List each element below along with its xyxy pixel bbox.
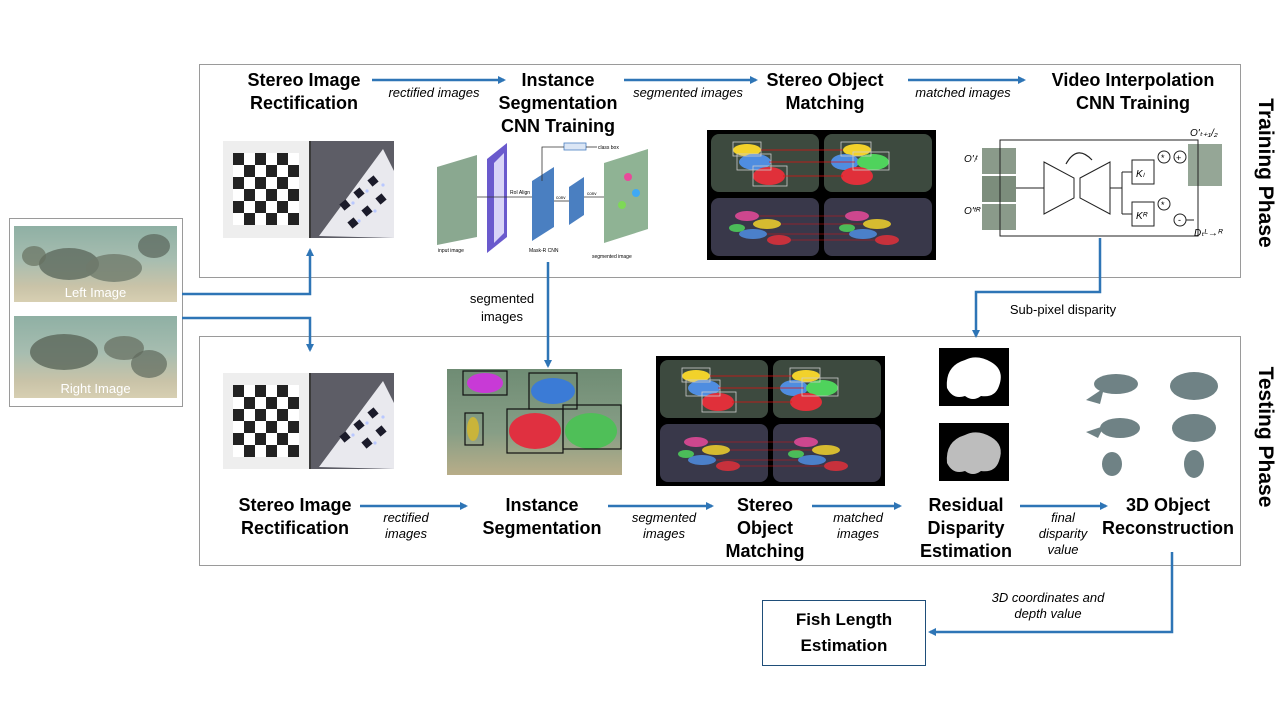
maskrcnn-classbox-text: class box [598, 145, 619, 151]
test-step-segmentation: Instance Segmentation [482, 495, 602, 538]
mask-rcnn-svg: input image RoI Align conv conv class bo… [437, 142, 648, 260]
maskrcnn-conv2-text: conv [587, 191, 597, 196]
right-image-caption: Right Image [60, 381, 131, 396]
test-step-rectification: Stereo Image Rectification [238, 495, 352, 538]
interp-mul-bottom: * [1161, 200, 1165, 210]
train-step-interpolation: Video Interpolation CNN Training [1051, 70, 1215, 113]
right-fish-photo [30, 334, 167, 378]
left-image: Left Image [14, 226, 177, 302]
mask-top-svg [946, 357, 1001, 399]
maskrcnn-conv1-text: conv [556, 195, 566, 200]
interp-plus: + [1176, 153, 1181, 163]
maskrcnn-input-text: input image [438, 248, 464, 254]
training-phase-panel [199, 64, 1241, 278]
test-edge-final-disparity: final disparity value [1038, 510, 1088, 557]
disparity-mask-bottom [939, 423, 1009, 481]
test-stereo-matching-image [656, 356, 885, 486]
train-edge-segmented: segmented images [633, 85, 743, 100]
test-checkerboard-pair [223, 373, 394, 469]
test-step-reconstruction: 3D Object Reconstruction [1101, 495, 1234, 538]
cross-segmented-label: segmented images [469, 291, 535, 324]
mask-rcnn-diagram: input image RoI Align conv conv class bo… [432, 137, 654, 262]
test-segmentation-image [447, 369, 622, 475]
interp-out-top: O'ₜ₊₁/₂ [1190, 128, 1218, 139]
train-edge-rectified: rectified images [388, 85, 480, 100]
segmentation-svg [462, 370, 622, 454]
fish-length-estimation-box: Fish Length Estimation [762, 600, 926, 666]
left-fish-photo [22, 234, 170, 282]
checkerboard-pair [223, 141, 394, 238]
testing-phase-label: Testing Phase [1254, 366, 1277, 508]
train-edge-matched: matched images [915, 85, 1011, 100]
maskrcnn-output-text: segmented image [592, 254, 632, 260]
test-edge-matched: matched images [833, 510, 883, 541]
reconstruction-svg [1086, 372, 1218, 478]
video-interpolation-diagram: Kₗ Kᴿ * + * - O'ₗᵗ O'ᵗᴿ O'ₜ₊₁/₂ Dₜᴸ→ᴿ [962, 122, 1232, 260]
train-stereo-matching-image [707, 130, 936, 260]
reconstruction-image [1082, 366, 1228, 482]
input-images-frame [9, 218, 183, 407]
fish-length-estimation-label: Fish Length Estimation [795, 610, 893, 655]
right-image: Right Image [14, 316, 177, 398]
test-step-matching: Stereo Object Matching [725, 495, 805, 561]
output-edge-label: 3D coordinates and depth value [991, 590, 1105, 621]
cross-subpixel-label: Sub-pixel disparity [1009, 302, 1117, 317]
interpolation-svg: Kₗ Kᴿ * + * - O'ₗᵗ O'ᵗᴿ O'ₜ₊₁/₂ Dₜᴸ→ᴿ [964, 128, 1223, 239]
train-step-segmentation: Instance Segmentation CNN Training [498, 70, 618, 136]
train-step-rectification: Stereo Image Rectification [247, 70, 361, 113]
left-image-caption: Left Image [64, 285, 127, 300]
interp-disp: Dₜᴸ→ᴿ [1194, 228, 1223, 239]
interp-kr: Kᴿ [1136, 211, 1148, 222]
maskrcnn-roi-text: RoI Align [510, 190, 530, 196]
training-phase-label: Training Phase [1254, 98, 1277, 248]
test-edge-rectified: rectified images [383, 510, 429, 541]
interp-o-left: O'ₗᵗ [964, 154, 978, 165]
test-matching-svg [660, 360, 881, 482]
interp-mul-top: * [1161, 153, 1165, 163]
disparity-mask-top [939, 348, 1009, 406]
interp-minus: - [1178, 215, 1181, 225]
test-step-residual: Residual Disparity Estimation [919, 495, 1012, 561]
test-checkerboard-images [223, 373, 394, 469]
train-step-matching: Stereo Object Matching [766, 70, 884, 113]
mask-bottom-svg [946, 432, 1001, 474]
interp-kl: Kₗ [1136, 169, 1146, 180]
interp-o-right: O'ᵗᴿ [964, 206, 981, 217]
train-checkerboard-images [223, 141, 394, 238]
maskrcnn-name-text: Mask-R CNN [529, 248, 559, 254]
testing-phase-panel [199, 336, 1241, 566]
train-matching-svg [711, 134, 932, 256]
test-edge-segmented: segmented images [631, 510, 697, 541]
